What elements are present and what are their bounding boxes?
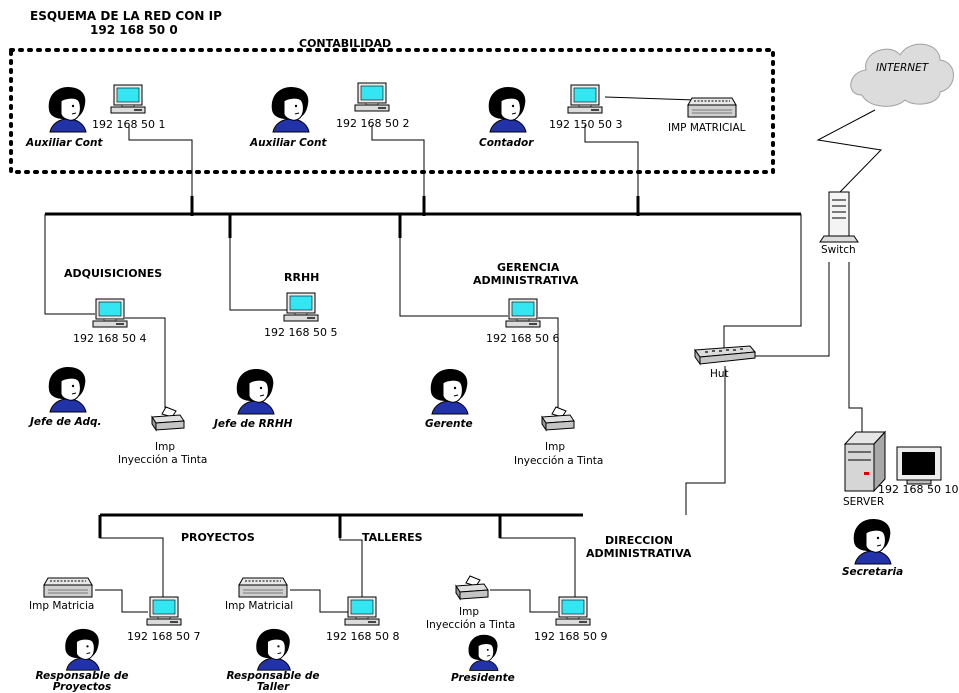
server-monitor-icon: [896, 446, 942, 485]
dept-gerencia-line1: GERENCIA: [497, 261, 560, 274]
link-pc3: [584, 125, 639, 214]
diagram-subtitle: 192 168 50 0: [90, 23, 178, 37]
role-jefe-rrhh: Jefe de RRHH: [214, 418, 293, 430]
link-pc4-printer: [125, 317, 166, 410]
role-presidente: Presidente: [451, 672, 515, 684]
link-switch-server: [848, 262, 863, 432]
dept-proyectos: PROYECTOS: [181, 531, 255, 544]
server-label: SERVER: [843, 496, 885, 508]
dept-direccion-line2: ADMINISTRATIVA: [586, 547, 692, 560]
link-pc9-printer: [490, 589, 558, 613]
printer-label-matricial-conta: IMP MATRICIAL: [668, 122, 746, 134]
dept-direccion-line1: DIRECCION: [605, 534, 674, 547]
diagram-title: ESQUEMA DE LA RED CON IP: [30, 9, 222, 23]
user-avatar-icon: [853, 519, 892, 565]
role-responsable-taller-line2: Taller: [256, 681, 290, 693]
role-contador: Contador: [479, 137, 534, 149]
role-secretaria: Secretaria: [842, 566, 904, 578]
printer-sublabel-inyeccion-ger: Inyección a Tinta: [514, 455, 604, 467]
computer-icon: [92, 298, 128, 328]
link-hub-switch: [755, 262, 830, 357]
user-avatar-icon: [65, 628, 100, 671]
ip-pc8: 192 168 50 8: [326, 630, 400, 643]
ip-pc1: 192 168 50 1: [92, 118, 166, 131]
printer-sublabel-inyeccion-dir: Inyección a Tinta: [426, 619, 516, 631]
link-internet-switch: [816, 109, 883, 193]
dot-matrix-printer-icon: [687, 97, 737, 118]
link-pc5: [229, 214, 287, 311]
link-pc7-printer: [95, 589, 148, 613]
link-pc1: [128, 125, 193, 214]
computer-icon: [567, 84, 603, 114]
role-responsable-proyectos-line1: Responsable de: [35, 670, 129, 682]
internet-cloud-icon: [850, 43, 954, 107]
role-auxiliar-cont-1: Auxiliar Cont: [26, 137, 103, 149]
dot-matrix-printer-icon: [238, 577, 288, 598]
user-avatar-icon: [48, 367, 87, 413]
dept-contabilidad: CONTABILIDAD: [299, 37, 392, 50]
printer-label-inyeccion-adq: Imp: [155, 441, 175, 453]
server-icon: [843, 430, 887, 493]
user-avatar-icon: [468, 634, 499, 671]
role-jefe-adq: Jefe de Adq.: [30, 416, 102, 428]
user-avatar-icon: [48, 87, 87, 133]
inkjet-printer-icon: [151, 406, 185, 432]
switch-label: Switch: [821, 244, 856, 256]
role-responsable-taller-line1: Responsable de: [226, 670, 320, 682]
user-avatar-icon: [236, 369, 275, 415]
ip-pc5: 192 168 50 5: [264, 326, 338, 339]
dept-rrhh: RRHH: [284, 271, 320, 284]
computer-icon: [505, 298, 541, 328]
dept-talleres: TALLERES: [362, 531, 423, 544]
role-auxiliar-cont-2: Auxiliar Cont: [250, 137, 327, 149]
user-avatar-icon: [488, 87, 527, 133]
dept-gerencia-line2: ADMINISTRATIVA: [473, 274, 579, 287]
ip-pc3: 192 150 50 3: [549, 118, 623, 131]
computer-icon: [344, 596, 380, 626]
hub-label: Hut: [710, 368, 729, 380]
ip-pc7: 192 168 50 7: [127, 630, 201, 643]
link-pc3-printer: [604, 96, 696, 101]
link-backbone-hub: [723, 214, 802, 348]
computer-icon: [354, 82, 390, 112]
role-responsable-proyectos-line2: Proyectos: [52, 681, 112, 693]
printer-sublabel-inyeccion-adq: Inyección a Tinta: [118, 454, 208, 466]
printer-label-matricial-taller: Imp Matricial: [225, 600, 294, 612]
link-pc8-printer: [290, 589, 348, 613]
ip-pc10: 192 168 50 10: [878, 483, 959, 496]
user-avatar-icon: [430, 369, 469, 415]
ip-pc2: 192 168 50 2: [336, 117, 410, 130]
contabilidad-boundary: [9, 48, 775, 174]
printer-label-matricial-proy: Imp Matricia: [29, 600, 95, 612]
link-hub-bottom: [685, 366, 726, 515]
role-gerente: Gerente: [425, 418, 473, 430]
computer-icon: [283, 292, 319, 322]
computer-icon: [555, 596, 591, 626]
ip-pc6: 192 168 50 6: [486, 332, 560, 345]
ip-pc9: 192 168 50 9: [534, 630, 608, 643]
user-avatar-icon: [256, 628, 291, 671]
link-pc6-printer: [538, 317, 559, 410]
computer-icon: [146, 596, 182, 626]
switch-icon: [819, 191, 859, 243]
computer-icon: [110, 84, 146, 114]
ip-pc4: 192 168 50 4: [73, 332, 147, 345]
link-pc6: [399, 214, 508, 317]
printer-label-inyeccion-dir: Imp: [459, 606, 479, 618]
printer-label-inyeccion-ger: Imp: [545, 441, 565, 453]
link-pc2: [371, 125, 425, 214]
inkjet-printer-icon: [455, 575, 489, 601]
link-pc8: [339, 515, 363, 603]
link-pc4: [44, 214, 95, 315]
hub-icon: [694, 345, 756, 366]
inkjet-printer-icon: [541, 406, 575, 432]
user-avatar-icon: [271, 87, 310, 133]
dept-adquisiciones: ADQUISICIONES: [64, 267, 163, 280]
internet-label: INTERNET: [876, 62, 929, 74]
dot-matrix-printer-icon: [43, 577, 93, 598]
